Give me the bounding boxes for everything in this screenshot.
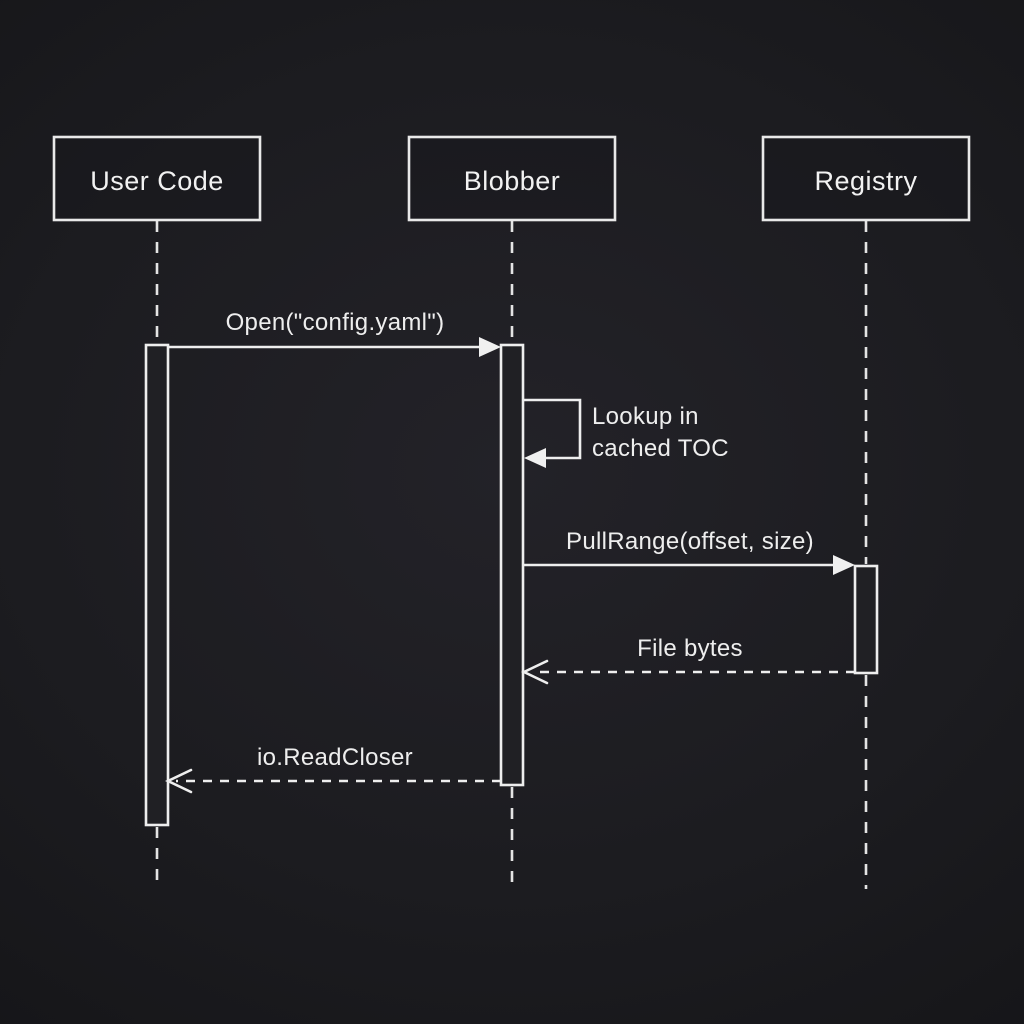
filled-arrowhead-right-icon: [479, 337, 501, 357]
activation-bar-blobber: [499, 343, 525, 787]
message-lookup-label-line1: Lookup in: [592, 403, 699, 430]
participant-box-user-code: [52, 135, 262, 222]
participant-registry: Registry: [761, 135, 971, 222]
message-readcloser-label: io.ReadCloser: [257, 744, 413, 771]
activation-bar-user-code: [144, 343, 170, 827]
filled-arrowhead-left-icon: [524, 448, 546, 468]
message-pullrange: PullRange(offset, size): [524, 528, 855, 575]
message-self-lookup: Lookup in cached TOC: [524, 398, 729, 468]
message-open-label: Open("config.yaml"): [226, 309, 445, 336]
participant-user-code: User Code: [52, 135, 262, 222]
message-lookup-label-line2: cached TOC: [592, 435, 729, 462]
participant-label-registry: Registry: [814, 166, 917, 196]
activation-bar-registry: [853, 564, 879, 675]
message-filebytes: File bytes: [520, 635, 855, 685]
filled-arrowhead-right-icon: [833, 555, 855, 575]
participant-blobber: Blobber: [407, 135, 617, 222]
participant-label-blobber: Blobber: [464, 166, 561, 196]
open-arrowhead-left-icon: [164, 768, 193, 794]
message-pullrange-label: PullRange(offset, size): [566, 528, 814, 555]
message-readcloser: io.ReadCloser: [164, 744, 501, 794]
participant-label-user-code: User Code: [90, 166, 224, 196]
open-arrowhead-left-icon: [520, 659, 549, 685]
message-filebytes-label: File bytes: [637, 635, 743, 662]
participant-box-registry: [761, 135, 971, 222]
participant-box-blobber: [407, 135, 617, 222]
self-message-loop: [524, 398, 582, 460]
message-open-config: Open("config.yaml"): [168, 309, 501, 357]
